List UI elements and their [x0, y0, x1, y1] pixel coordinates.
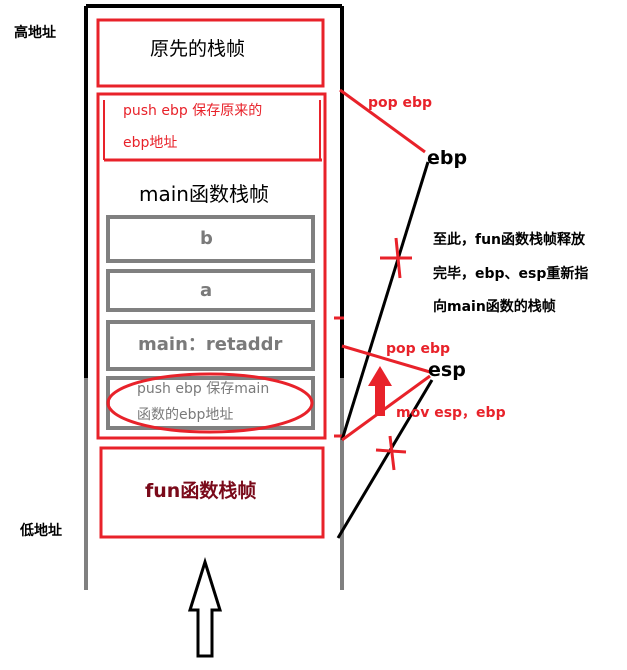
main-frame-box	[96, 92, 327, 440]
high-address-label: 高地址	[14, 25, 56, 41]
low-address-label: 低地址	[20, 523, 62, 539]
note-line1: 至此，fun函数栈帧释放	[433, 232, 586, 248]
push-ebp-line2: ebp地址	[123, 135, 178, 151]
red-arrow-shaft	[375, 384, 385, 416]
esp-label: esp	[428, 359, 466, 381]
original-frame-label: 原先的栈帧	[150, 38, 246, 60]
pop-ebp-bottom-label: pop ebp	[386, 341, 451, 357]
cross-top-v	[394, 237, 402, 279]
a-box	[106, 269, 315, 312]
push-ebp-main-line2: 函数的ebp地址	[137, 407, 234, 423]
fun-frame-label: fun函数栈帧	[145, 480, 257, 502]
ebp-old-pointer	[340, 161, 430, 441]
esp-old-pointer	[336, 379, 434, 539]
highlight-ellipse	[106, 372, 314, 434]
cross-bot-v	[388, 435, 396, 471]
push-ebp-line1: push ebp 保存原来的	[123, 103, 263, 119]
ebp-label: ebp	[427, 147, 468, 169]
retaddr-box	[106, 320, 315, 371]
b-label: b	[200, 228, 213, 249]
a-label: a	[200, 280, 213, 301]
mov-esp-ebp-label: mov esp，ebp	[396, 405, 506, 421]
note-line3: 向main函数的栈帧	[433, 299, 556, 315]
red-arrow-head	[368, 366, 392, 386]
pop-ebp-top-label: pop ebp	[368, 95, 433, 111]
note-line2: 完毕，ebp、esp重新指	[433, 266, 589, 282]
mov-esp-line	[341, 374, 431, 442]
pop-ebp-bottom-line	[341, 344, 431, 374]
push-ebp-main-line1: push ebp 保存main	[137, 381, 270, 397]
main-frame-label: main函数栈帧	[139, 182, 269, 206]
b-box	[106, 215, 315, 263]
retaddr-label: main：retaddr	[138, 334, 283, 355]
pop-ebp-top-line	[339, 88, 426, 154]
fun-frame-box	[99, 446, 325, 539]
original-frame-box	[96, 18, 325, 88]
growth-arrow	[187, 556, 223, 658]
